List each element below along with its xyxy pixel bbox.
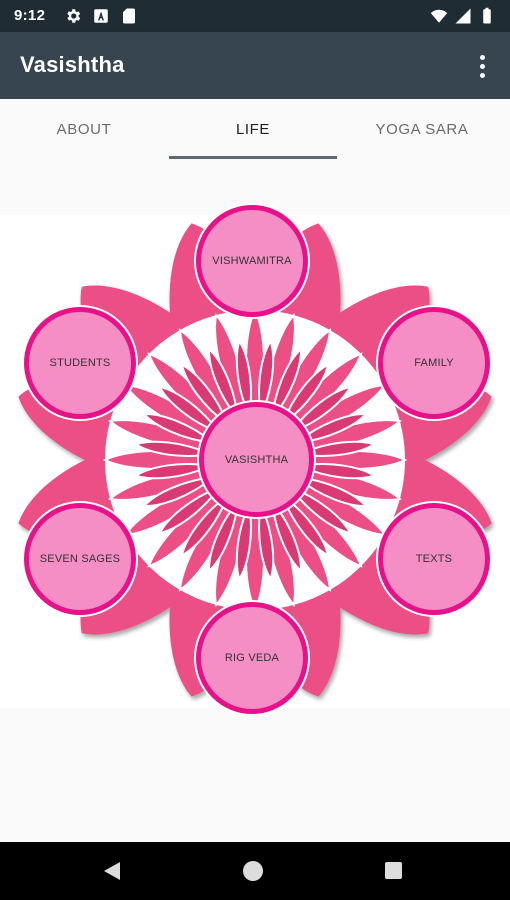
inner-petal: [133, 463, 214, 480]
inner-petal: [258, 501, 275, 582]
inner-petal: [296, 440, 377, 457]
inner-petal: [157, 485, 223, 535]
recents-icon[interactable]: [385, 862, 402, 879]
node-lower-right[interactable]: TEXTS: [378, 503, 490, 615]
node-upper-left[interactable]: STUDENTS: [24, 307, 136, 419]
sd-card-icon: [123, 8, 135, 24]
home-icon[interactable]: [243, 861, 263, 881]
node-center[interactable]: VASISHTHA: [199, 402, 314, 517]
inner-petal: [280, 492, 330, 558]
inner-petal: [270, 346, 302, 422]
app-bar: Vasishtha: [0, 32, 510, 99]
inner-petal: [270, 498, 302, 574]
tab-bar: ABOUT LIFE YOGA SARA: [0, 99, 510, 159]
inner-petal: [235, 338, 252, 419]
inner-petal: [258, 338, 275, 419]
inner-petal: [293, 413, 369, 445]
node-upper-right[interactable]: FAMILY: [378, 307, 490, 419]
tab-yoga-sara[interactable]: YOGA SARA: [375, 120, 469, 138]
inner-petal: [280, 362, 330, 428]
inner-petal: [157, 385, 223, 435]
gear-icon: [67, 9, 81, 23]
tab-about[interactable]: ABOUT: [56, 120, 112, 138]
a-letter-icon: [94, 9, 108, 23]
inner-petal: [133, 440, 214, 457]
inner-petal: [208, 498, 240, 574]
inner-petal: [235, 501, 252, 582]
nav-bar: [0, 842, 510, 900]
inner-petal: [208, 346, 240, 422]
inner-petal: [296, 463, 377, 480]
signal-icon: [455, 8, 471, 24]
life-mandala: VASISHTHA VISHWAMITRA STUDENTS FAMILY SE…: [0, 205, 510, 714]
more-vert-icon[interactable]: [470, 50, 494, 82]
status-time: 9:12: [14, 7, 46, 24]
battery-icon: [483, 7, 491, 24]
tab-life[interactable]: LIFE: [235, 120, 271, 138]
node-lower-left[interactable]: SEVEN SAGES: [24, 503, 136, 615]
tab-indicator: [169, 156, 337, 159]
inner-petal: [180, 492, 230, 558]
node-bottom[interactable]: RIG VEDA: [196, 602, 308, 714]
inner-petal: [293, 475, 369, 507]
wifi-icon: [430, 9, 448, 23]
inner-petal: [287, 385, 353, 435]
inner-petal: [141, 475, 217, 507]
status-bar: 9:12: [0, 0, 510, 32]
inner-petal: [141, 413, 217, 445]
inner-petal: [287, 485, 353, 535]
node-top[interactable]: VISHWAMITRA: [196, 205, 308, 317]
inner-petal: [180, 362, 230, 428]
back-icon[interactable]: [102, 861, 122, 881]
app-title: Vasishtha: [20, 52, 125, 77]
